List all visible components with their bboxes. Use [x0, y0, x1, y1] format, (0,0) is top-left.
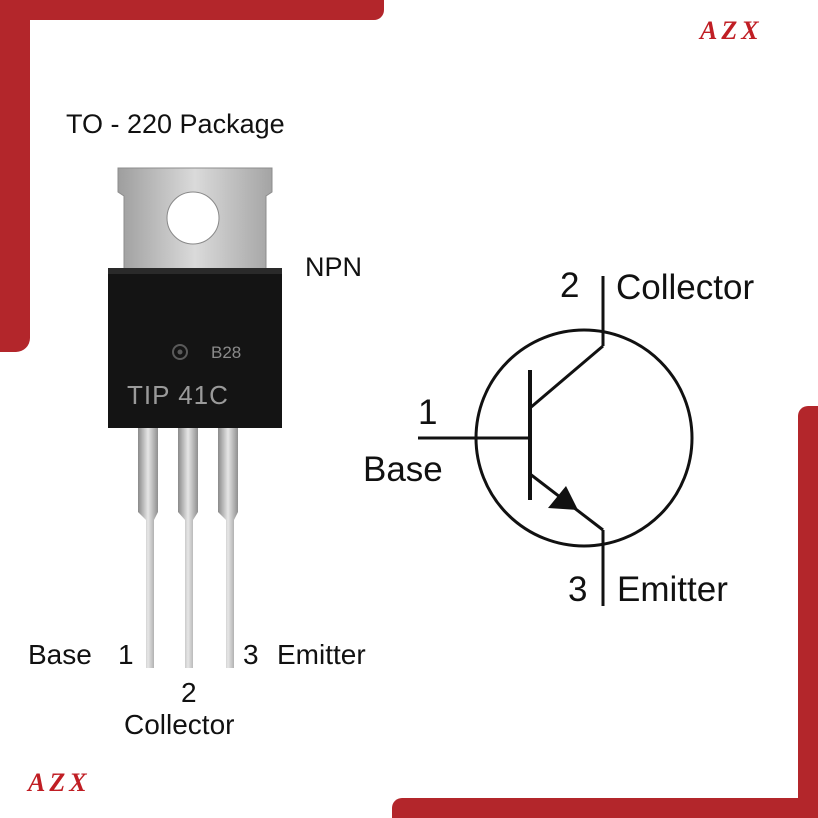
symbol-base-number: 1 — [418, 393, 438, 432]
symbol-emitter-number: 3 — [568, 570, 588, 609]
lead-emitter — [218, 428, 238, 668]
emitter-arrow-icon — [548, 486, 578, 510]
package-part-number: TIP 41C — [127, 380, 229, 410]
symbol-emitter-name: Emitter — [617, 570, 728, 609]
package-body-highlight — [108, 268, 282, 274]
frame-left-bar — [0, 0, 30, 352]
pin-base-name: Base — [28, 639, 92, 670]
transistor-type-label: NPN — [305, 252, 363, 282]
collector-diagonal — [529, 344, 604, 410]
pin-emitter-number: 3 — [243, 639, 259, 670]
frame-top-bar — [0, 0, 384, 20]
package-title: TO - 220 Package — [66, 109, 285, 139]
lead-base — [138, 428, 158, 668]
to220-package — [108, 167, 282, 668]
brand-logo-bottom: AZX — [28, 768, 91, 797]
lead-collector — [178, 428, 198, 668]
symbol-collector-name: Collector — [616, 268, 755, 307]
pin-collector-name: Collector — [124, 709, 235, 740]
pin-collector-number: 2 — [181, 677, 197, 708]
package-marking-code: B28 — [211, 343, 242, 362]
npn-symbol — [418, 276, 694, 606]
symbol-base-name: Base — [363, 450, 443, 489]
frame-bottom-bar — [392, 798, 818, 818]
pin-emitter-name: Emitter — [277, 639, 366, 670]
manufacturer-logo-icon — [172, 344, 188, 360]
brand-logo-top: AZX — [700, 16, 763, 45]
frame-right-bar — [798, 406, 818, 818]
symbol-collector-number: 2 — [560, 266, 580, 305]
mounting-hole — [166, 191, 220, 245]
pin-base-number: 1 — [118, 639, 134, 670]
package-body — [108, 268, 282, 428]
